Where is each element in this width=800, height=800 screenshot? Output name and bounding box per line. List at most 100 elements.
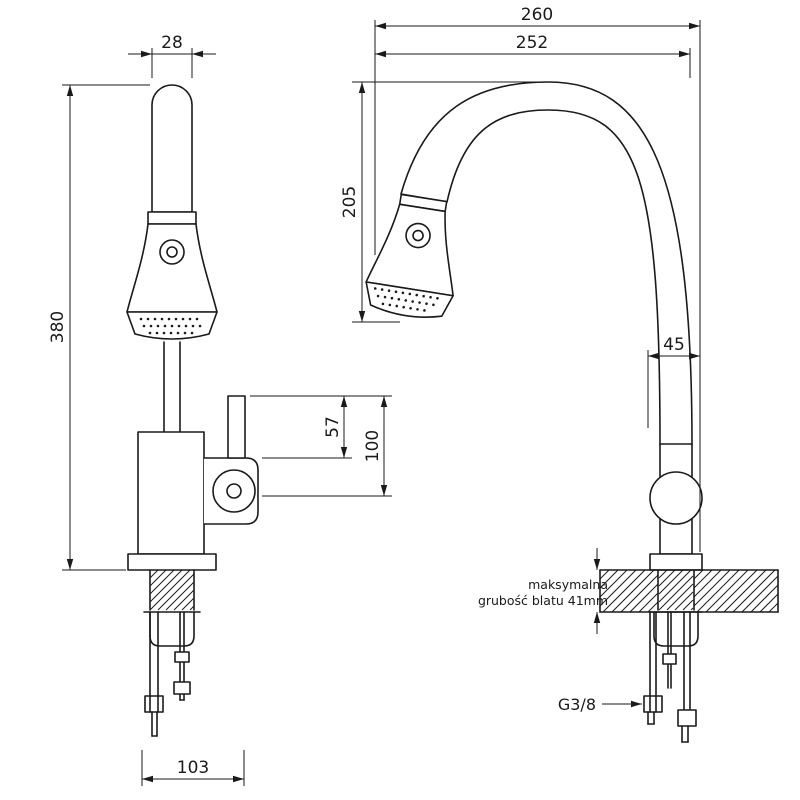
nozzle-dot [381,302,385,306]
hatch-line [165,581,195,611]
nozzle-dot [373,287,377,290]
side-spray-head-group [365,193,454,318]
nozzle-dot [156,324,160,328]
hatch-line [658,569,676,587]
hatch-line [599,569,610,580]
hatch-line [181,597,195,611]
dimension-arrowhead [593,612,601,623]
dimension-arrowhead [648,352,659,360]
front-spray-button-center [166,246,178,258]
nozzle-dot [188,317,192,321]
dimension-arrowhead [233,775,244,783]
side-spray-button-center [412,229,424,242]
nozzle-dot [429,295,432,299]
dimension-arrowhead [340,396,348,407]
dimension-total-height: 380 [48,84,150,571]
dimension-arrowhead [679,50,690,58]
dim-body-height-label: 100 [363,430,383,462]
hatch-line [658,569,692,603]
dimension-arrowhead [66,559,74,570]
nozzle-dot [423,309,426,312]
nozzle-dot [388,303,392,307]
dimension-base-offset: 103 [141,750,245,786]
nozzle-dot [183,331,187,335]
nozzle-dot [163,324,167,328]
nozzle-dot [376,294,380,298]
nozzle-dot [169,331,173,335]
dimension-arrowhead [375,50,386,58]
hatch-line [173,589,195,611]
hatch-line [714,569,758,613]
hatch-line [682,599,694,611]
nozzle-dot [181,317,185,321]
side-spray-head [365,203,454,297]
hatch-line [189,605,195,611]
hatch-line [696,569,740,613]
nozzle-dot [418,301,421,304]
front-spray-head [126,223,218,313]
nozzle-dot [432,303,435,307]
dimension-arrowhead [340,447,348,458]
nozzle-dot [415,293,419,297]
hatch-line [149,569,183,603]
dimensions: 28 380 57 100 103 [48,5,701,786]
side-spray-nozzles [373,287,439,312]
hatch-line [658,569,668,579]
dim-spout-reach-label: 252 [516,33,548,53]
dimension-arrowhead [380,485,388,496]
dimension-arrowhead [593,559,601,570]
hatch-line [149,569,159,579]
hatch-line [599,569,628,598]
nozzle-dot [422,294,425,298]
hatch-line [149,569,191,611]
dim-spout-width-label: 28 [161,33,183,53]
nozzle-dot [408,292,412,296]
nozzle-dot [394,290,398,294]
dimension-arrowhead [142,775,153,783]
nozzle-dot [177,324,181,328]
nozzle-dot [149,324,153,328]
nozzle-dot [425,302,428,305]
nozzle-dot [397,298,401,301]
nozzle-dot [146,317,150,321]
nozzle-dot [148,331,152,335]
nozzle-dot [436,297,439,300]
front-mount-bracket [149,611,195,647]
nozzle-dot [195,317,199,321]
nozzle-dot [401,291,405,295]
nozzle-dot [402,305,405,309]
dimension-arrowhead [375,22,386,30]
dimension-arrowhead [141,50,152,58]
dim-overall-depth-label: 260 [521,5,553,25]
nozzle-dot [174,317,178,321]
hatch-line [750,584,779,613]
hatch-line [693,569,731,607]
side-hose-hex-nut-right [677,709,697,727]
nozzle-dot [191,324,195,328]
nozzle-dot [160,317,164,321]
dimension-arrowhead [66,85,74,96]
hatch-line [149,569,167,587]
hatch-line [759,593,779,613]
front-body [137,431,205,555]
thread-size-label: G3/8 [558,695,596,714]
hatch-line [732,569,776,613]
side-handle-joint [649,471,703,525]
side-view [365,81,779,743]
nozzle-dot [387,289,391,292]
dim-base-offset-label: 103 [177,758,209,778]
nozzle-dot [416,308,419,311]
hatch-line [690,607,694,611]
dimension-spout-height: 205 [340,81,544,323]
hatch-line [674,591,694,611]
front-spray-collar [147,211,197,225]
counter-note-line2: grubość blatu 41mm [478,593,608,608]
nozzle-dot [184,324,188,328]
front-spray-nozzles [139,317,202,335]
hatch-line [599,569,637,607]
side-stud-nut [662,653,677,665]
nozzle-dot [153,317,157,321]
nozzle-dot [170,324,174,328]
